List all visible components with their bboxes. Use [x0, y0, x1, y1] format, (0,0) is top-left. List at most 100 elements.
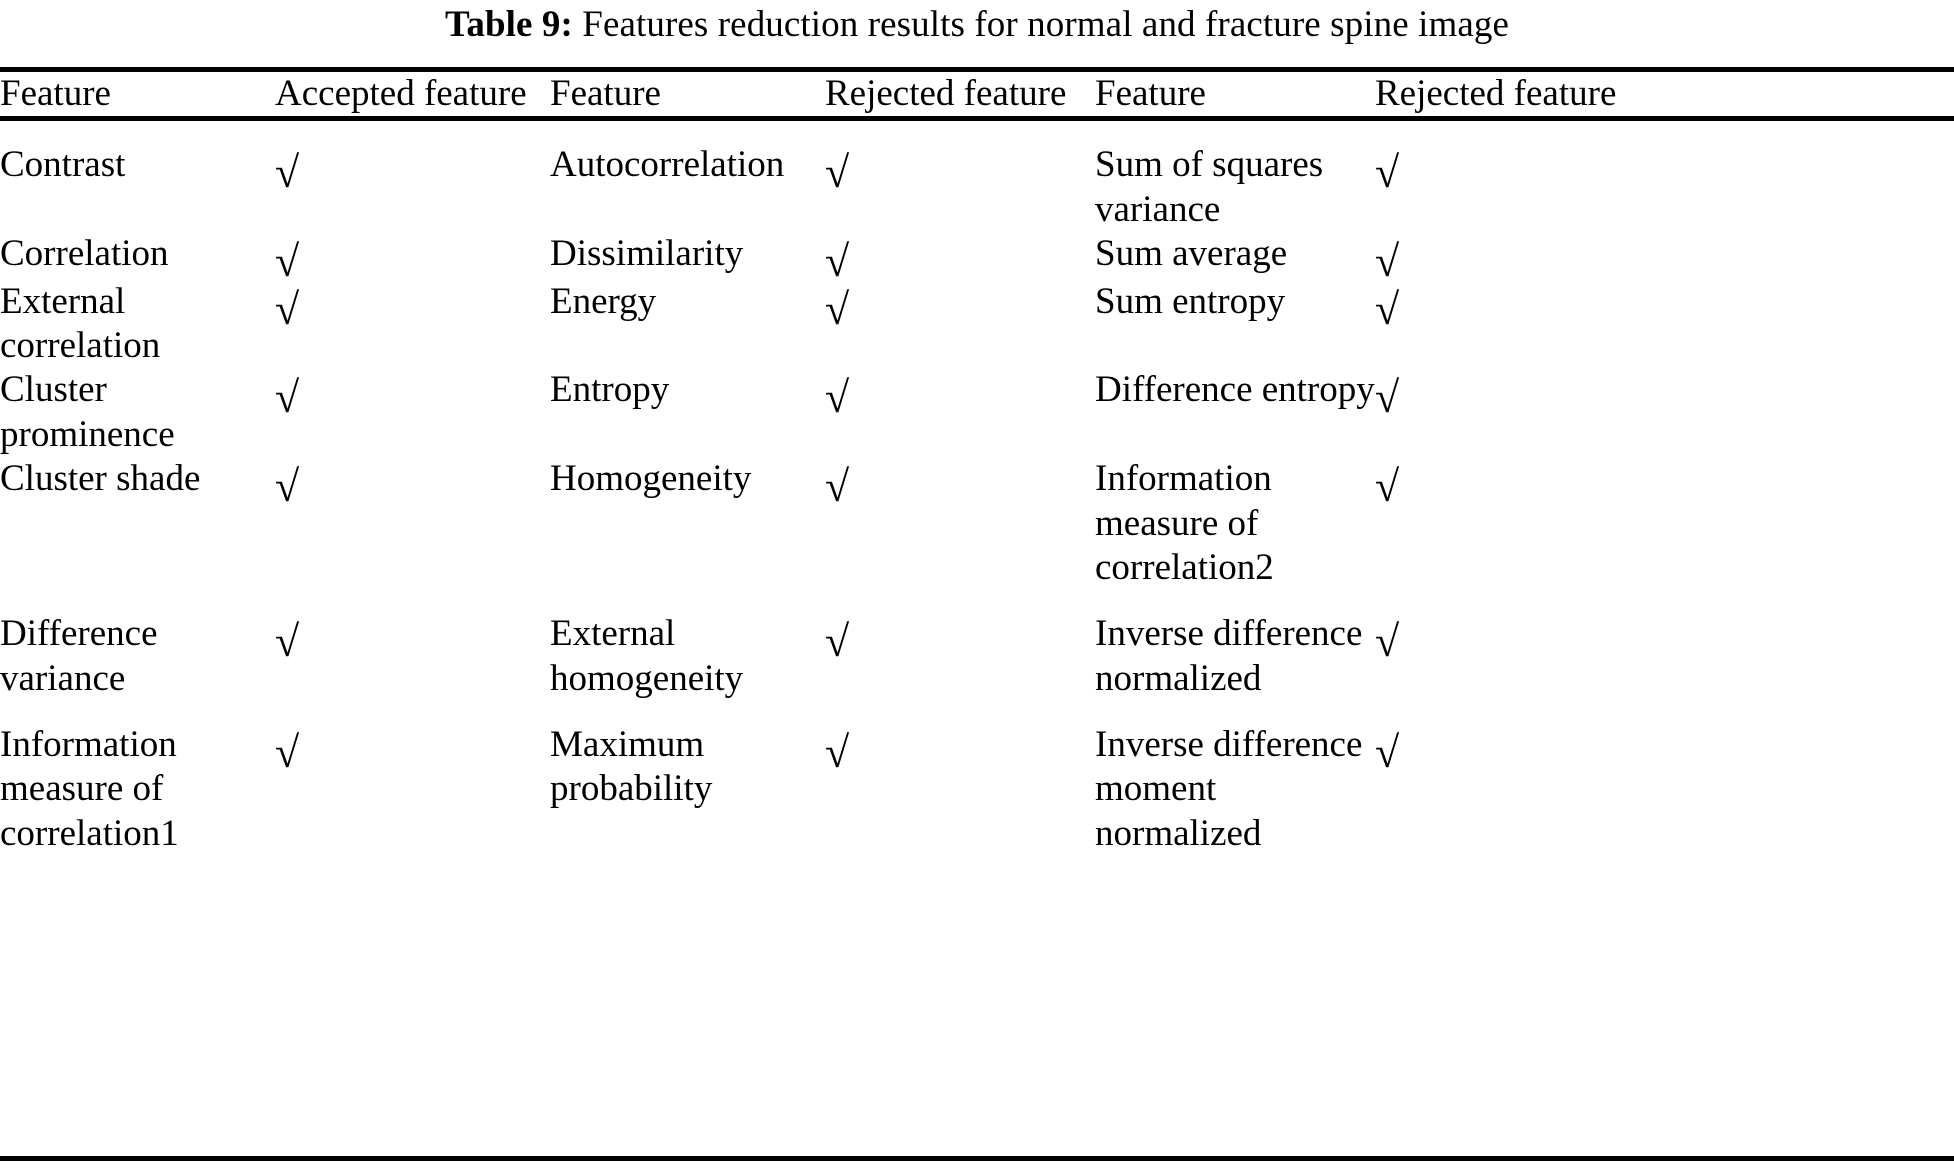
table-row: Difference variance √ External homogenei…	[0, 612, 1954, 701]
cell-accepted-mark: √	[275, 280, 550, 369]
features-reduction-table-body: Contrast √ Autocorrelation √ Sum of squa…	[0, 121, 1954, 856]
cell-rejected-mark-a: √	[825, 723, 1095, 856]
feature-label: Difference entropy	[1095, 369, 1375, 411]
check-icon: √	[275, 237, 300, 287]
check-icon: √	[1375, 373, 1400, 423]
cell-accepted-mark: √	[275, 368, 550, 457]
cell-rejected-mark-b: √	[1375, 143, 1954, 232]
check-icon: √	[1375, 617, 1400, 667]
check-icon: √	[275, 373, 300, 423]
cell-rejected-mark-a: √	[825, 232, 1095, 284]
feature-label: Information measure of correlation2	[1095, 458, 1274, 588]
cell-rejected-mark-a: √	[825, 368, 1095, 457]
column-header-feature-2: Feature	[550, 72, 825, 116]
cell-rejected-feature-b: Sum of squares variance	[1095, 143, 1375, 232]
table-top-rule	[0, 67, 1954, 72]
cell-accepted-feature: Correlation	[0, 232, 275, 279]
cell-rejected-feature-a: Entropy	[550, 368, 825, 457]
column-header-label: Feature	[1095, 73, 1206, 114]
cell-rejected-feature-a: Dissimilarity	[550, 232, 825, 279]
check-icon: √	[275, 284, 300, 334]
cell-rejected-mark-b: √	[1375, 612, 1954, 701]
cell-accepted-feature: Information measure of correlation1	[0, 723, 275, 856]
cell-rejected-mark-a: √	[825, 612, 1095, 701]
header-row: Feature Accepted feature Feature Rejecte…	[0, 72, 1954, 116]
check-icon: √	[825, 284, 850, 334]
check-icon: √	[825, 728, 850, 778]
feature-label: Autocorrelation	[550, 144, 785, 186]
check-icon: √	[1375, 148, 1400, 198]
table-row: Correlation √ Dissimilarity √ Sum averag…	[0, 232, 1954, 284]
cell-accepted-feature: Contrast	[0, 143, 275, 232]
check-icon: √	[825, 617, 850, 667]
cell-rejected-feature-a: Homogeneity	[550, 457, 825, 590]
table-header: Feature Accepted feature Feature Rejecte…	[0, 72, 1954, 116]
column-header-label: Accepted feature	[275, 73, 527, 114]
table-row: Cluster shade √ Homogeneity √ Informatio…	[0, 457, 1954, 590]
feature-label: Information measure of correlation1	[0, 724, 179, 854]
feature-label: Sum entropy	[1095, 280, 1286, 322]
feature-label: Correlation	[0, 233, 169, 275]
check-icon: √	[825, 462, 850, 512]
cell-rejected-mark-b: √	[1375, 280, 1954, 369]
cell-rejected-mark-a: √	[825, 457, 1095, 590]
column-header-feature-3: Feature	[1095, 72, 1375, 116]
cell-accepted-feature: Difference variance	[0, 612, 275, 701]
check-icon: √	[275, 148, 300, 198]
feature-label: Maximum probability	[550, 724, 713, 810]
table-row: Contrast √ Autocorrelation √ Sum of squa…	[0, 143, 1954, 232]
cell-rejected-feature-b: Sum entropy	[1095, 280, 1375, 369]
feature-label: Homogeneity	[550, 458, 752, 500]
check-icon: √	[275, 462, 300, 512]
table-row: Information measure of correlation1 √ Ma…	[0, 723, 1954, 856]
table-body: Contrast √ Autocorrelation √ Sum of squa…	[0, 121, 1954, 856]
column-header-rejected-feature-1: Rejected feature	[825, 72, 1095, 116]
feature-label: External homogeneity	[550, 613, 744, 699]
cell-rejected-feature-a: Maximum probability	[550, 723, 825, 856]
check-icon: √	[275, 728, 300, 778]
column-header-rejected-feature-2: Rejected feature	[1375, 72, 1954, 116]
check-icon: √	[825, 237, 850, 287]
feature-label: External correlation	[0, 280, 161, 366]
feature-label: Contrast	[0, 144, 126, 186]
cell-accepted-mark: √	[275, 723, 550, 856]
cell-accepted-mark: √	[275, 143, 550, 232]
check-icon: √	[275, 617, 300, 667]
table-row-spacer	[0, 590, 1954, 612]
cell-rejected-mark-a: √	[825, 280, 1095, 369]
cell-rejected-feature-b: Difference entropy	[1095, 368, 1375, 457]
cell-rejected-mark-b: √	[1375, 368, 1954, 457]
cell-accepted-mark: √	[275, 457, 550, 590]
table-caption-label: Table 9:	[444, 4, 573, 45]
column-header-accepted-feature: Accepted feature	[275, 72, 550, 116]
feature-label: Energy	[550, 280, 657, 322]
table-caption: Table 9: Features reduction results for …	[0, 0, 1954, 43]
cell-rejected-mark-b: √	[1375, 723, 1954, 856]
feature-label: Difference variance	[0, 613, 158, 699]
cell-rejected-feature-b: Inverse difference normalized	[1095, 612, 1375, 701]
cell-accepted-feature: External correlation	[0, 280, 275, 369]
check-icon: √	[825, 373, 850, 423]
cell-rejected-feature-a: Energy	[550, 280, 825, 369]
feature-label: Dissimilarity	[550, 233, 744, 275]
table-caption-text: Features reduction results for normal an…	[582, 4, 1510, 45]
column-header-label: Feature	[0, 73, 111, 114]
cell-accepted-mark: √	[275, 232, 550, 284]
cell-accepted-feature: Cluster shade	[0, 457, 275, 590]
check-icon: √	[1375, 237, 1400, 287]
table-row: Cluster prominence √ Entropy √ Differenc…	[0, 368, 1954, 457]
cell-accepted-feature: Cluster prominence	[0, 368, 275, 457]
cell-rejected-feature-b: Information measure of correlation2	[1095, 457, 1375, 590]
table-header-rule	[0, 116, 1954, 122]
features-reduction-table: Feature Accepted feature Feature Rejecte…	[0, 72, 1954, 116]
cell-rejected-feature-a: External homogeneity	[550, 612, 825, 701]
check-icon: √	[1375, 284, 1400, 334]
feature-label: Sum of squares variance	[1095, 144, 1324, 230]
feature-label: Entropy	[550, 369, 670, 411]
column-header-label: Rejected feature	[825, 73, 1067, 114]
check-icon: √	[1375, 462, 1400, 512]
check-icon: √	[825, 148, 850, 198]
cell-rejected-mark-b: √	[1375, 232, 1954, 284]
check-icon: √	[1375, 728, 1400, 778]
